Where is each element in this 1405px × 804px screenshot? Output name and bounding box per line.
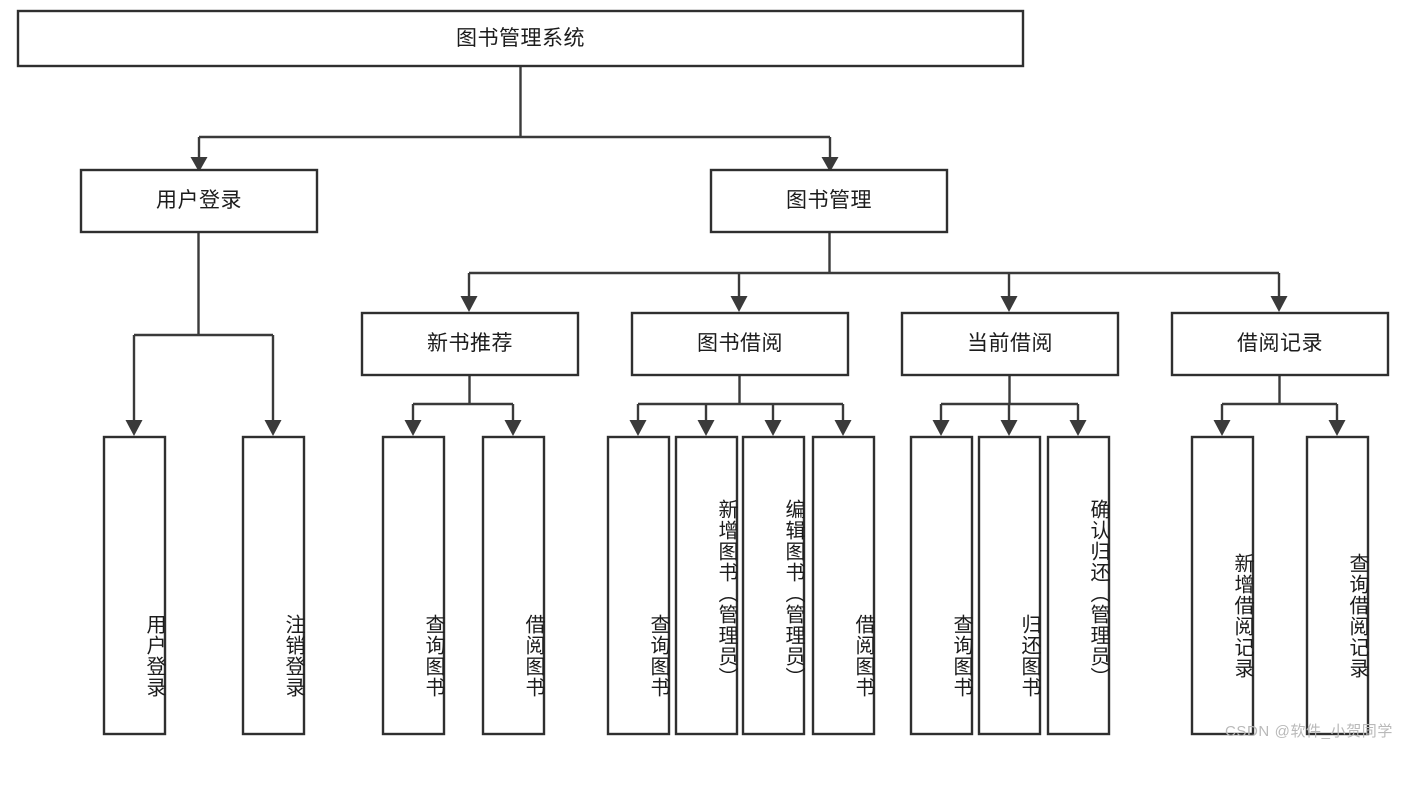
leaf-box-return-book[interactable] <box>977 435 1042 736</box>
connector-currentborrow-to-leaves <box>932 375 1087 436</box>
leaf-box-query-record[interactable] <box>1305 435 1370 736</box>
connector-root-to-level1 <box>190 66 839 172</box>
leaf-box-query-book-2[interactable] <box>606 435 671 736</box>
leaf-box-add-book[interactable] <box>674 435 739 736</box>
leaf-box-query-book-1[interactable] <box>381 435 446 736</box>
node-box-book-borrow[interactable] <box>630 311 850 377</box>
flowchart-canvas: 图书管理系统 用户登录 图书管理 新书推荐 图书借阅 当前借阅 借阅记录 用户登… <box>16 9 1393 740</box>
leaf-box-borrow-book-1[interactable] <box>481 435 546 736</box>
flowchart-svg <box>16 9 1390 736</box>
leaf-box-edit-book[interactable] <box>741 435 806 736</box>
node-box-new-book-rec[interactable] <box>360 311 580 377</box>
leaf-box-user-logout[interactable] <box>241 435 306 736</box>
leaf-box-confirm-return[interactable] <box>1046 435 1111 736</box>
leaf-box-query-book-3[interactable] <box>909 435 974 736</box>
node-box-borrow-record[interactable] <box>1170 311 1390 377</box>
connector-newbookrec-to-leaves <box>404 375 522 436</box>
connector-userlogin-to-leaves <box>125 232 282 436</box>
node-box-root[interactable] <box>16 9 1025 68</box>
connector-bookmanage-to-level2 <box>460 232 1288 312</box>
leaf-box-borrow-book-2[interactable] <box>811 435 876 736</box>
connector-borrowrecord-to-leaves <box>1213 375 1346 436</box>
leaf-box-user-login[interactable] <box>102 435 167 736</box>
connector-bookborrow-to-leaves <box>629 375 852 436</box>
node-box-user-login[interactable] <box>79 168 319 234</box>
node-box-book-manage[interactable] <box>709 168 949 234</box>
node-box-current-borrow[interactable] <box>900 311 1120 377</box>
leaf-box-add-record[interactable] <box>1190 435 1255 736</box>
